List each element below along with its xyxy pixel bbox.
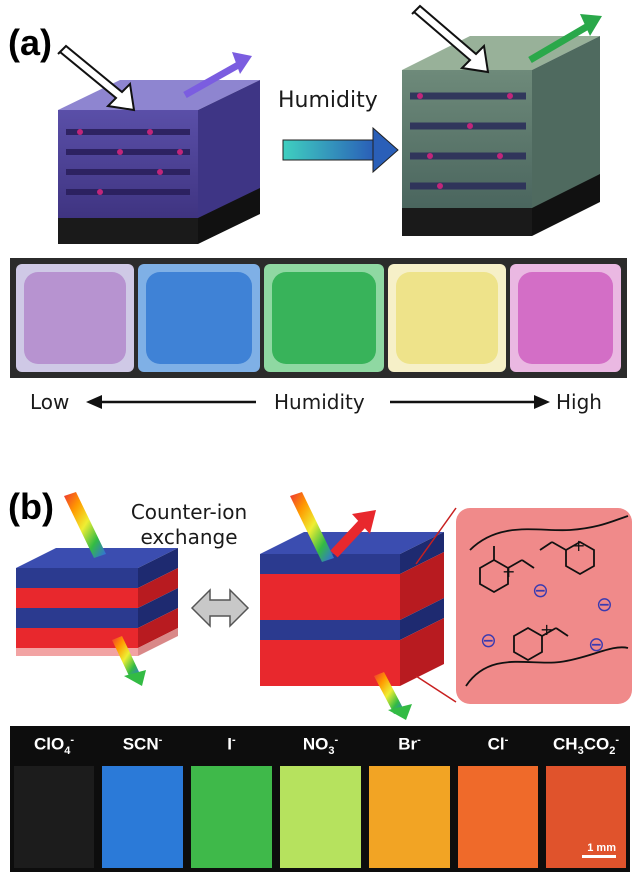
anion-charge-2: ⊖	[596, 592, 613, 616]
swatch-fill	[518, 272, 613, 364]
anion-charge-1: ⊖	[532, 578, 549, 602]
ion-fill-cl	[458, 766, 538, 868]
swatch-5	[510, 264, 621, 372]
ion-fill-scn	[102, 766, 183, 868]
ion-fill-br	[369, 766, 450, 868]
ion-label-no3: NO3-	[302, 734, 339, 758]
humidity-arrow-label: Humidity	[278, 88, 378, 113]
swatch-1	[16, 264, 134, 372]
cation-charge-2: +	[572, 536, 586, 555]
reflected-red-arrow	[330, 510, 376, 558]
reflected-green-arrow	[528, 14, 602, 64]
ion-fill-i	[191, 766, 272, 868]
incident-arrow-right	[411, 4, 490, 74]
ion-label-cl: Cl-	[487, 734, 509, 754]
ion-panel-cl: Cl-	[454, 726, 542, 872]
swatch-3	[264, 264, 384, 372]
transmitted-rainbow-beam-left	[112, 636, 146, 686]
ion-panel-i: I-	[187, 726, 276, 872]
cation-charge-3: +	[540, 620, 554, 639]
ion-label-ch3co2: CH3CO2-	[553, 734, 619, 758]
ion-fill-ch3co2	[546, 766, 626, 868]
swatch-4	[388, 264, 506, 372]
ion-fill-no3	[280, 766, 361, 868]
axis-high-label: High	[556, 390, 602, 414]
panel-a-diagram	[57, 4, 602, 244]
incident-arrow-left	[57, 44, 136, 112]
swatch-fill	[396, 272, 498, 364]
swatch-fill	[146, 272, 252, 364]
ion-panel-ch3co2: CH3CO2-	[542, 726, 630, 872]
humidity-axis-arrows	[86, 395, 550, 409]
transmitted-rainbow-beam-right	[374, 672, 412, 720]
ion-label-scn: SCN-	[122, 734, 163, 754]
panel-a-label: (a)	[8, 22, 52, 63]
anion-charge-4: ⊖	[588, 632, 605, 656]
panel-b-diagram	[16, 492, 632, 720]
counter-ion-color-strip: ClO4- SCN- I- NO3- Br- Cl- CH3CO2- 1 mm	[10, 726, 630, 872]
ion-panel-br: Br-	[365, 726, 454, 872]
swatch-fill	[24, 272, 126, 364]
exchange-label: Counter-ion exchange	[114, 500, 264, 550]
exchange-label-line2: exchange	[140, 525, 238, 549]
swatch-2	[138, 264, 260, 372]
incident-rainbow-beam-right	[290, 492, 334, 562]
ion-label-i: I-	[227, 734, 236, 754]
swollen-photonic-stack	[260, 532, 444, 686]
anion-charge-3: ⊖	[480, 628, 497, 652]
humidity-arrow	[282, 126, 399, 174]
pyridinium-ring-2	[539, 540, 595, 576]
humid-film-cube	[402, 36, 600, 236]
molecular-inset	[456, 508, 632, 704]
axis-low-label: Low	[30, 390, 70, 414]
scale-bar-label: 1 mm	[587, 842, 616, 854]
ion-panel-scn: SCN-	[98, 726, 187, 872]
pyridinium-ring-1	[479, 546, 535, 594]
exchange-double-arrow	[190, 588, 250, 628]
swatch-fill	[272, 272, 376, 364]
cation-charge-1: +	[502, 562, 516, 581]
exchange-label-line1: Counter-ion	[130, 500, 248, 524]
humidity-color-swatches	[10, 258, 627, 378]
ion-panel-clo4: ClO4-	[10, 726, 98, 872]
ion-label-clo4: ClO4-	[33, 734, 75, 758]
thin-photonic-stack	[16, 548, 178, 656]
scale-bar	[582, 855, 616, 858]
ion-panel-no3: NO3-	[276, 726, 365, 872]
dry-film-cube	[58, 80, 260, 244]
ion-fill-clo4	[14, 766, 94, 868]
zoom-lines	[415, 507, 457, 703]
panel-b-label: (b)	[8, 486, 54, 527]
incident-rainbow-beam-left	[64, 492, 106, 558]
ion-label-br: Br-	[398, 734, 421, 754]
reflected-violet-arrow	[183, 52, 252, 99]
pyridinium-ring-3	[513, 626, 569, 662]
axis-mid-label: Humidity	[274, 390, 365, 414]
